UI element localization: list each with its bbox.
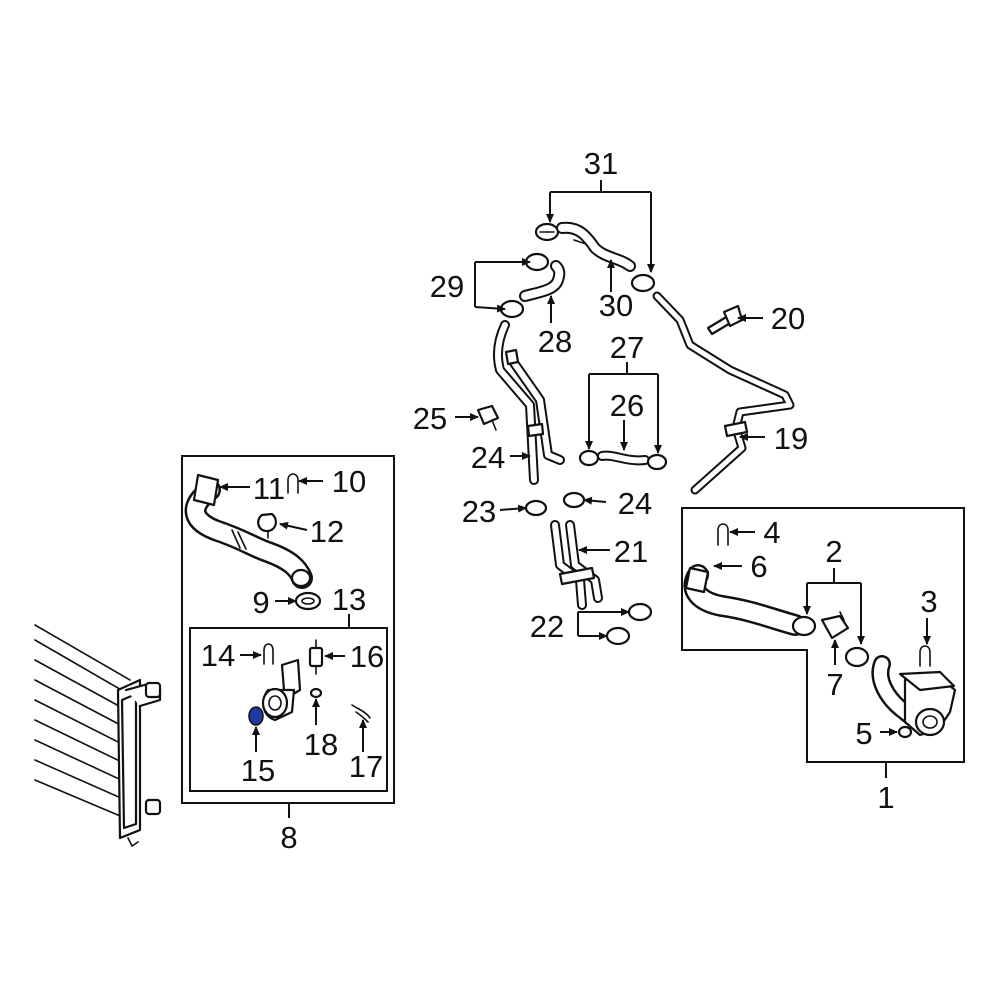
pipe-24 bbox=[492, 320, 565, 485]
callout-14: 14 bbox=[201, 638, 235, 673]
leader-lines bbox=[219, 180, 931, 818]
hose-6 bbox=[683, 564, 806, 636]
clip-4 bbox=[717, 523, 729, 546]
callout-13: 13 bbox=[332, 582, 366, 617]
clip-17 bbox=[351, 704, 371, 723]
connector-25 bbox=[476, 404, 500, 431]
clamp-23-right bbox=[562, 491, 586, 509]
callout-28: 28 bbox=[538, 324, 572, 359]
callout-19: 19 bbox=[774, 421, 808, 456]
clamp-10 bbox=[287, 473, 299, 494]
upper-hose-11 bbox=[184, 473, 313, 589]
callout-20: 20 bbox=[771, 301, 805, 336]
callout-8: 8 bbox=[280, 820, 297, 855]
callout-6: 6 bbox=[750, 549, 767, 584]
hose-28 bbox=[519, 260, 566, 302]
callout-17: 17 bbox=[349, 749, 383, 784]
callout-25: 25 bbox=[413, 401, 447, 436]
callout-9: 9 bbox=[252, 585, 269, 620]
o-ring-5 bbox=[897, 725, 913, 739]
callout-1: 1 bbox=[877, 780, 894, 815]
callout-10: 10 bbox=[332, 464, 366, 499]
callout-3: 3 bbox=[920, 584, 937, 619]
clamp-31-right bbox=[630, 273, 656, 293]
callout-30: 30 bbox=[599, 288, 633, 323]
callout-2: 2 bbox=[825, 534, 842, 569]
clamp-27-left bbox=[578, 449, 600, 467]
sensor-16 bbox=[308, 639, 324, 675]
o-ring-18 bbox=[309, 687, 323, 699]
clamp-2-left bbox=[791, 615, 817, 637]
callout-18: 18 bbox=[304, 727, 338, 762]
clip-14 bbox=[263, 643, 274, 665]
callout-16: 16 bbox=[350, 639, 384, 674]
bolt-20 bbox=[706, 304, 744, 336]
clamp-12 bbox=[257, 512, 278, 539]
callout-23-right: 24 bbox=[618, 486, 652, 521]
callout-22: 22 bbox=[530, 609, 564, 644]
callout-7: 7 bbox=[826, 667, 843, 702]
clip-3 bbox=[919, 645, 931, 667]
callout-4: 4 bbox=[763, 515, 780, 550]
clamp-22-bottom bbox=[605, 626, 631, 646]
clamp-22-top bbox=[627, 602, 653, 622]
hose-26 bbox=[597, 450, 650, 466]
callout-31: 31 bbox=[584, 146, 618, 181]
pipe-21 bbox=[550, 520, 603, 610]
callout-labels: 31 30 29 28 27 26 25 24 23 24 21 22 20 1… bbox=[201, 146, 938, 855]
callout-12: 12 bbox=[310, 514, 344, 549]
callout-11: 11 bbox=[253, 471, 285, 506]
connector-7 bbox=[820, 611, 850, 640]
callout-27: 27 bbox=[610, 330, 644, 365]
clamp-9 bbox=[294, 591, 322, 611]
callout-15: 15 bbox=[241, 753, 275, 788]
clamp-23-left bbox=[524, 499, 548, 517]
callout-24: 24 bbox=[471, 440, 505, 475]
assembly-box-13 bbox=[189, 627, 388, 792]
callout-26: 26 bbox=[610, 388, 644, 423]
callout-5: 5 bbox=[855, 716, 872, 751]
seal-15 bbox=[248, 706, 264, 726]
clamp-27-right bbox=[646, 453, 668, 471]
thermostat-housing-13 bbox=[261, 658, 302, 722]
callout-23-left: 23 bbox=[462, 494, 496, 529]
pump-housing-1 bbox=[871, 655, 957, 737]
clamp-2-right bbox=[844, 646, 870, 668]
clamp-31-left bbox=[534, 222, 560, 242]
radiator bbox=[34, 624, 162, 847]
hose-30 bbox=[556, 221, 636, 272]
callout-29: 29 bbox=[430, 269, 464, 304]
assembly-box-1 bbox=[681, 507, 965, 763]
callout-21: 21 bbox=[614, 534, 648, 569]
